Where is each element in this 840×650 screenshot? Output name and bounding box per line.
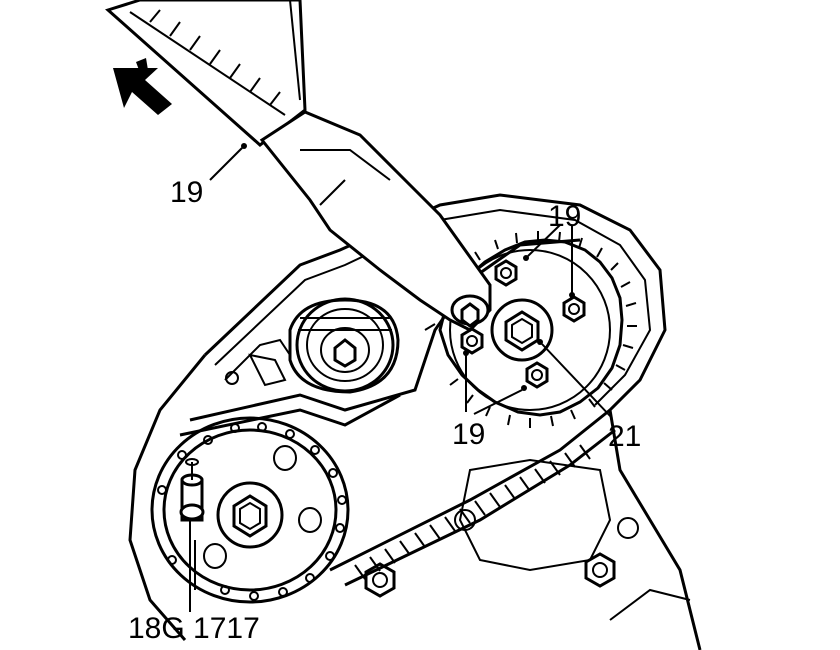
callout-label-tool: 19 [170,176,203,209]
belt-teeth [354,444,591,580]
pulley-holes [157,422,347,601]
cam-gear-bolt [525,361,549,389]
locking-tool-18g1717 [179,458,205,522]
housing-bolts [364,552,616,598]
cam-gear-bolt [494,259,518,287]
callout-label-gear-bolts-top: 19 [548,200,581,233]
cam-gear-bolt [460,327,484,355]
arrow-down-left-icon [113,58,172,115]
callout-label-gear-bolts-bottom: 19 [452,418,485,451]
callout-leaders [189,143,613,612]
tensioner-pulley [288,297,400,394]
camshaft-hub-bolt [504,310,540,352]
cam-gear-bolt [562,295,586,323]
crankshaft-bolt [232,494,268,538]
spanner-tool [105,0,492,332]
callout-label-hub-bolt: 21 [608,420,641,453]
callout-label-tool-code: 18G 1717 [128,612,260,645]
timing-belt [179,238,616,587]
crankshaft-pulley [150,416,350,604]
housing-bolt [584,552,616,588]
